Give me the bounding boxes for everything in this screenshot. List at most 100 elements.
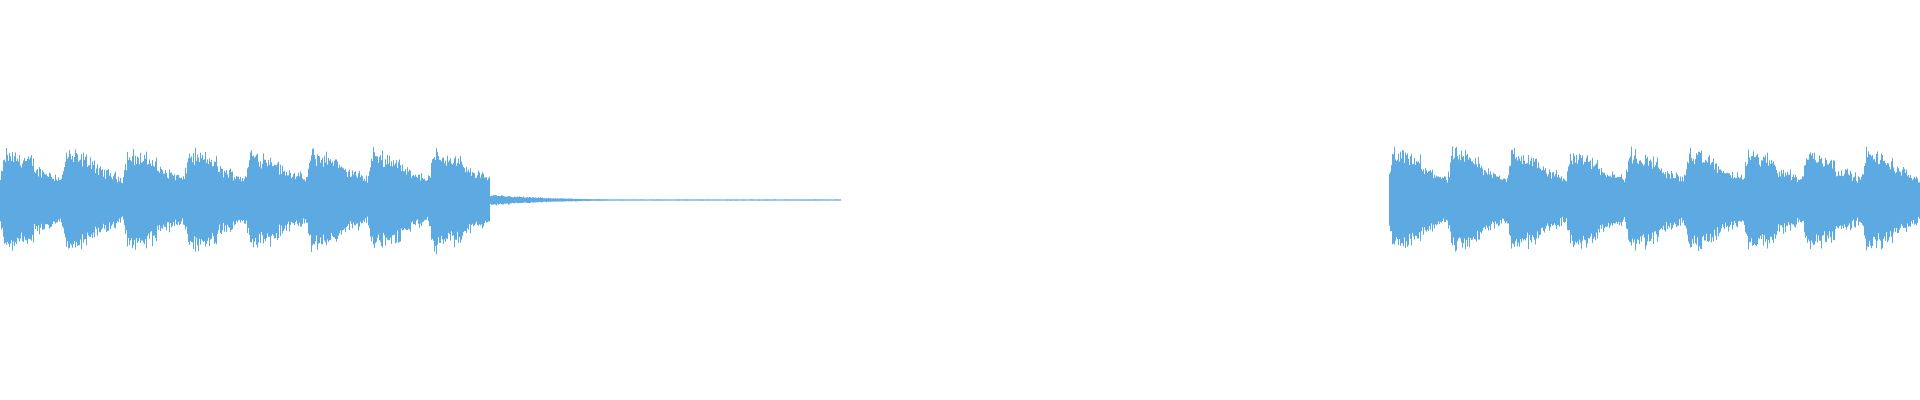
waveform-sample bbox=[152, 160, 153, 247]
waveform-sample bbox=[1505, 179, 1506, 224]
waveform-sample bbox=[571, 198, 572, 202]
waveform-sample bbox=[94, 160, 95, 238]
waveform-sample bbox=[1423, 169, 1424, 235]
waveform-sample bbox=[1647, 156, 1648, 242]
waveform-sample bbox=[568, 198, 569, 202]
waveform-sample bbox=[576, 198, 577, 202]
waveform-sample bbox=[140, 152, 141, 243]
waveform-sample bbox=[1608, 175, 1609, 223]
waveform-sample bbox=[1456, 146, 1457, 251]
waveform-sample bbox=[814, 199, 815, 201]
waveform-sample bbox=[804, 199, 805, 201]
waveform-sample bbox=[1624, 181, 1625, 217]
waveform-sample bbox=[726, 199, 727, 201]
waveform-sample bbox=[623, 199, 624, 201]
waveform-sample bbox=[792, 199, 793, 201]
waveform-sample bbox=[95, 173, 96, 227]
waveform-sample bbox=[556, 198, 557, 202]
waveform-sample bbox=[1593, 166, 1594, 239]
waveform-sample bbox=[818, 199, 819, 201]
waveform-sample bbox=[1861, 176, 1862, 224]
waveform-sample bbox=[705, 199, 706, 201]
waveform-sample bbox=[1506, 181, 1507, 222]
waveform-sample bbox=[264, 159, 265, 239]
waveform-sample bbox=[527, 197, 528, 204]
waveform-sample bbox=[1431, 172, 1432, 224]
waveform-sample bbox=[343, 168, 344, 230]
waveform-sample bbox=[396, 160, 397, 243]
waveform-sample bbox=[128, 160, 129, 238]
waveform-sample bbox=[277, 163, 278, 241]
waveform-sample bbox=[413, 174, 414, 225]
waveform-sample bbox=[329, 160, 330, 241]
waveform-sample bbox=[232, 171, 233, 230]
waveform-sample bbox=[1780, 176, 1781, 226]
waveform-sample bbox=[1889, 166, 1890, 238]
waveform-sample bbox=[703, 199, 704, 201]
waveform-sample bbox=[677, 199, 678, 201]
waveform-sample bbox=[252, 156, 253, 239]
waveform-sample bbox=[1704, 162, 1705, 241]
waveform-sample bbox=[513, 197, 514, 204]
waveform-sample bbox=[434, 157, 435, 252]
waveform-sample bbox=[1408, 158, 1409, 246]
waveform-sample bbox=[389, 155, 390, 241]
waveform-sample bbox=[49, 172, 50, 229]
waveform-sample bbox=[519, 196, 520, 203]
waveform-sample bbox=[665, 199, 666, 201]
waveform-sample bbox=[406, 174, 407, 231]
waveform-sample bbox=[780, 199, 781, 201]
waveform-sample bbox=[1751, 156, 1752, 239]
waveform-sample bbox=[373, 147, 374, 245]
waveform-sample bbox=[132, 156, 133, 249]
waveform-sample bbox=[366, 175, 367, 223]
waveform-sample bbox=[1487, 174, 1488, 228]
waveform-sample bbox=[1782, 173, 1783, 228]
waveform-sample bbox=[129, 157, 130, 245]
waveform-sample bbox=[488, 178, 489, 222]
waveform-sample bbox=[430, 177, 431, 226]
waveform-sample bbox=[1918, 182, 1919, 217]
waveform-sample bbox=[1801, 178, 1802, 223]
waveform-sample bbox=[194, 165, 195, 237]
waveform-sample bbox=[1403, 150, 1404, 247]
waveform-sample bbox=[1817, 162, 1818, 243]
waveform-sample bbox=[299, 176, 300, 223]
waveform-sample bbox=[1796, 177, 1797, 225]
waveform-sample bbox=[1536, 158, 1537, 239]
waveform-sample bbox=[827, 199, 828, 201]
waveform-sample bbox=[836, 199, 837, 201]
waveform-sample bbox=[1756, 155, 1757, 247]
waveform-sample bbox=[1758, 157, 1759, 239]
waveform-sample bbox=[1587, 155, 1588, 244]
waveform-sample bbox=[487, 180, 488, 223]
waveform-sample bbox=[1797, 182, 1798, 219]
waveform-sample bbox=[43, 172, 44, 230]
waveform-sample bbox=[56, 179, 57, 223]
waveform-sample bbox=[1618, 177, 1619, 222]
waveform-sample bbox=[1461, 150, 1462, 243]
waveform-sample bbox=[375, 156, 376, 244]
waveform-sample bbox=[276, 165, 277, 234]
waveform-sample bbox=[1711, 162, 1712, 243]
waveform-sample bbox=[697, 199, 698, 201]
waveform-sample bbox=[1550, 171, 1551, 228]
waveform-sample bbox=[1601, 167, 1602, 229]
waveform-sample bbox=[1517, 160, 1518, 247]
waveform-sample bbox=[839, 199, 840, 201]
waveform-sample bbox=[573, 199, 574, 202]
waveform-sample bbox=[491, 195, 492, 205]
waveform-sample bbox=[1448, 171, 1449, 229]
waveform-sample bbox=[230, 168, 231, 232]
waveform-sample bbox=[456, 165, 457, 240]
waveform-sample bbox=[392, 166, 393, 236]
waveform-sample bbox=[1775, 166, 1776, 239]
waveform-sample bbox=[805, 199, 806, 201]
waveform-sample bbox=[1636, 158, 1637, 244]
waveform-sample bbox=[1556, 169, 1557, 229]
waveform-sample bbox=[593, 199, 594, 201]
waveform-sample bbox=[98, 174, 99, 228]
waveform-sample bbox=[743, 199, 744, 201]
waveform-sample bbox=[153, 165, 154, 236]
